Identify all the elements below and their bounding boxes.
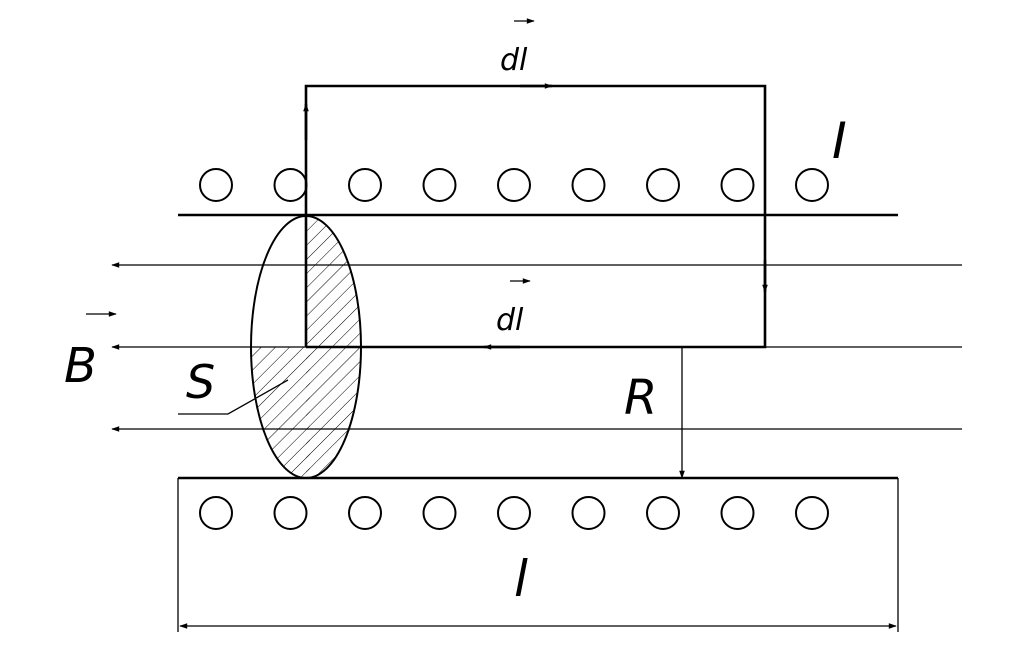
top-winding-6 [571,168,606,202]
bottom-winding-8 [720,496,755,530]
top-winding-3 [348,168,382,202]
top-winding-8 [720,168,755,202]
bottom-winding-9 [795,496,829,530]
top-winding-4 [422,168,457,202]
top-winding-9 [795,168,829,202]
top-winding-2 [273,168,308,202]
bottom-winding-4 [422,496,457,530]
radius-label: R [624,370,657,426]
bottom-winding-6 [571,496,606,530]
current-label: I [832,112,847,170]
area-leader-line [178,379,289,415]
bottom-winding-3 [348,496,382,530]
cross-section-area [250,215,362,479]
field-label: B [64,338,97,394]
bottom-winding-5 [497,496,531,530]
bottom-winding-7 [646,496,680,530]
area-label: S [186,355,215,409]
length-dimension [177,478,899,632]
dl-bottom-label: dl [496,303,524,338]
integration-contour [303,83,768,350]
bottom-winding-1 [199,496,233,530]
bottom-winding-2 [273,496,308,530]
top-winding-1 [199,168,233,202]
dl-top-label: dl [500,43,528,78]
length-label: l [514,550,528,608]
top-winding-5 [497,168,531,202]
bottom-coil-windings [199,496,829,530]
top-coil-windings [199,168,829,202]
top-winding-7 [646,168,680,202]
